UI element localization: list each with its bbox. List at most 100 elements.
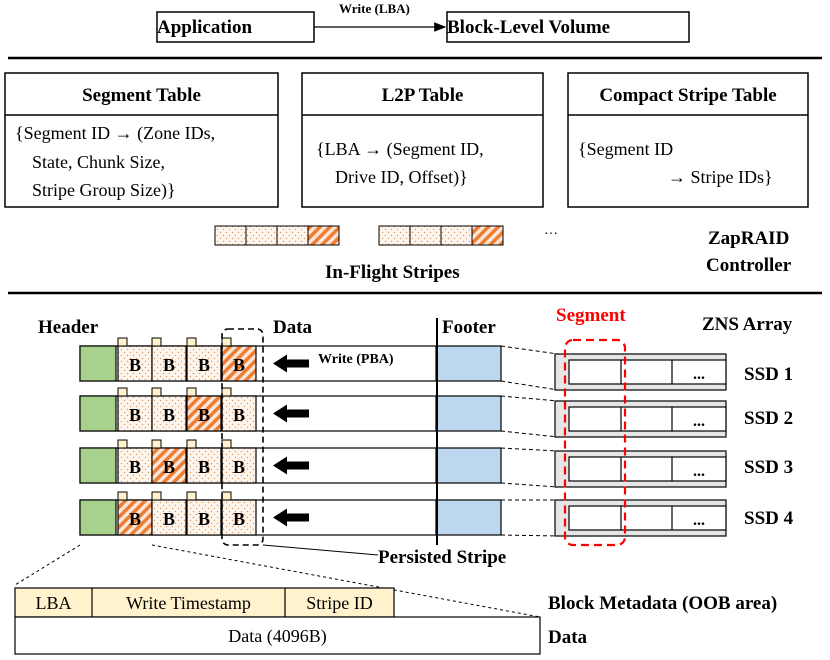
in-flight-cell	[214, 225, 247, 246]
in-flight-cell	[276, 225, 309, 246]
block-letter: B	[163, 355, 175, 375]
data-row-label: Data	[548, 627, 588, 648]
oob-metadata-tab	[117, 387, 128, 397]
ssd-zones	[568, 406, 727, 432]
block-letter: B	[198, 355, 210, 375]
ssd-link-top	[500, 345, 559, 355]
zone-header	[79, 395, 117, 432]
controller-line-2: Controller	[706, 255, 792, 276]
data-block	[151, 447, 187, 484]
meta-field-timestamp: Write Timestamp	[126, 593, 251, 613]
persisted-stripe-pointer	[262, 544, 379, 556]
segment-table-line-2: State, Chunk Size,	[32, 152, 165, 172]
zone-ellipsis: ...	[693, 463, 705, 480]
oob-metadata-tab	[186, 387, 197, 397]
segment-table	[4, 72, 279, 208]
compact-table-title: Compact Stripe Table	[599, 85, 777, 106]
oob-label: Block Metadata (OOB area)	[548, 593, 778, 614]
oob-metadata-tab	[151, 337, 162, 347]
ssd-link-bottom	[500, 482, 559, 488]
ssd-3: ...	[500, 447, 727, 488]
write-arrow-icon	[273, 456, 309, 475]
zone-header	[79, 345, 117, 382]
zone-footer	[436, 499, 502, 536]
block-volume-label: Block-Level Volume	[447, 17, 611, 38]
ssd-4: ...	[500, 499, 727, 537]
data-block	[221, 395, 257, 432]
ssd-zones	[568, 456, 727, 482]
data-block	[151, 499, 187, 536]
write-arrow-icon	[273, 404, 309, 423]
oob-metadata-tab	[117, 439, 128, 449]
block-letter: B	[129, 457, 141, 477]
meta-field-lba: LBA	[35, 593, 72, 613]
ssd-link-top	[500, 395, 559, 402]
data-block	[186, 395, 222, 432]
oob-metadata-tab	[221, 387, 232, 397]
application-box	[156, 11, 315, 43]
data-block	[186, 345, 222, 382]
ssd-link-bottom	[500, 534, 559, 537]
l2p-table-title: L2P Table	[381, 85, 464, 106]
segment-table-line-3: Stripe Group Size)}	[32, 180, 176, 200]
write-arrow-icon	[273, 354, 309, 373]
oob-metadata-tab	[221, 491, 232, 501]
zone-header	[79, 499, 117, 536]
oob-metadata-tab	[221, 337, 232, 347]
zns-array-label: ZNS Array	[702, 314, 793, 335]
write-pba-label: Write (PBA)	[318, 352, 394, 367]
zone-ellipsis: ...	[693, 366, 705, 383]
block-letter: B	[163, 457, 175, 477]
oob-metadata-tab	[151, 439, 162, 449]
block-letter: B	[198, 509, 210, 529]
block-letter: B	[198, 405, 210, 425]
zone-ellipsis: ...	[693, 413, 705, 430]
zoom-line-left	[14, 544, 81, 586]
footer-label: Footer	[442, 317, 496, 338]
ssd-3-label: SSD 3	[744, 457, 794, 478]
compact-table-line-1: {Segment ID	[578, 139, 674, 159]
in-flight-cell	[378, 225, 411, 246]
zone-footer	[436, 345, 502, 382]
oob-metadata-tab	[186, 439, 197, 449]
ssd-4-label: SSD 4	[744, 508, 794, 529]
in-flight-cell	[245, 225, 278, 246]
oob-metadata-tab	[151, 387, 162, 397]
zone-header	[79, 447, 117, 484]
ssd-zones	[568, 505, 727, 531]
segment-label: Segment	[556, 305, 626, 326]
in-flight-cell	[409, 225, 442, 246]
block-volume-box	[446, 11, 690, 43]
ssd-2-label: SSD 2	[744, 408, 794, 429]
compact-stripe-table	[567, 72, 809, 208]
ssd-1: ...	[500, 345, 727, 391]
ssd-link-top	[500, 447, 559, 452]
data-block-label: Data (4096B)	[228, 626, 327, 646]
block-letter: B	[163, 405, 175, 425]
block-letter: B	[198, 457, 210, 477]
ssd-zones	[568, 359, 727, 385]
block-letter: B	[129, 355, 141, 375]
meta-field-stripe-id: Stripe ID	[306, 593, 373, 613]
oob-metadata-tab	[117, 491, 128, 501]
controller-line-1: ZapRAID	[708, 228, 790, 249]
in-flight-stripes	[214, 225, 504, 246]
block-letter: B	[233, 355, 245, 375]
block-letter: B	[129, 509, 141, 529]
in-flight-cell	[471, 225, 504, 246]
oob-metadata-tab	[186, 337, 197, 347]
persisted-stripe-label: Persisted Stripe	[378, 547, 507, 568]
data-block	[151, 345, 187, 382]
ssd-array: ............	[500, 345, 727, 537]
data-block	[186, 447, 222, 484]
oob-metadata-tab	[117, 337, 128, 347]
zone-ellipsis: ...	[693, 512, 705, 529]
zone-footer	[436, 395, 502, 432]
data-block-row	[14, 616, 541, 655]
oob-metadata-tab	[186, 491, 197, 501]
data-block	[221, 499, 257, 536]
